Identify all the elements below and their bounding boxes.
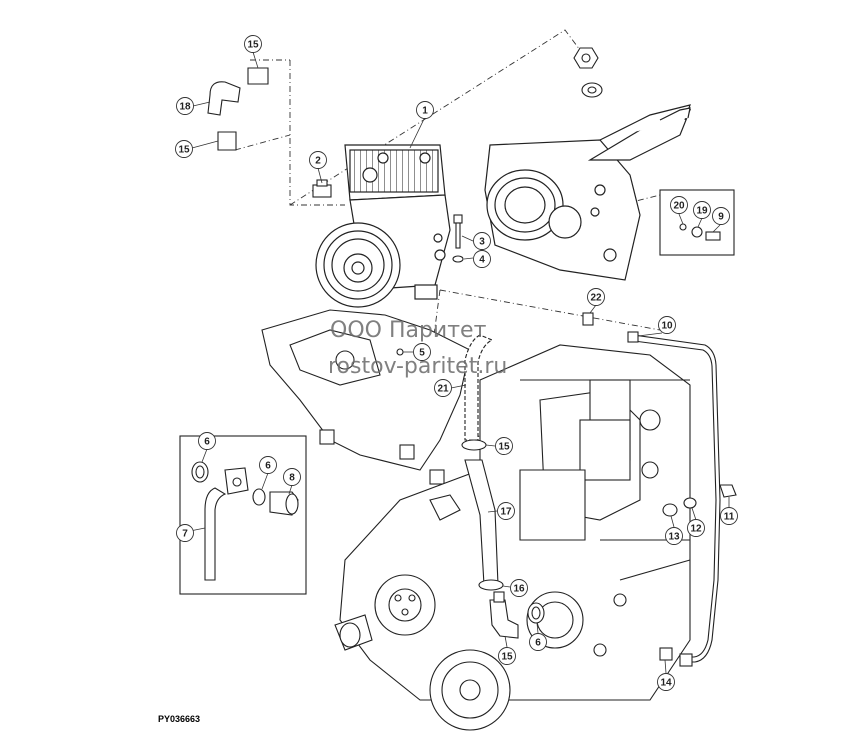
svg-text:10: 10: [661, 321, 673, 332]
svg-text:11: 11: [724, 512, 735, 523]
callout-15a: 15: [244, 35, 262, 53]
svg-text:18: 18: [179, 102, 191, 113]
callout-21: 21: [434, 379, 452, 397]
svg-text:6: 6: [204, 437, 210, 448]
svg-text:4: 4: [479, 255, 485, 266]
svg-text:7: 7: [182, 529, 188, 540]
svg-text:14: 14: [660, 678, 672, 689]
svg-text:2: 2: [315, 156, 321, 167]
oil-line: [627, 331, 721, 667]
inset-box-pipe: [179, 435, 307, 595]
svg-text:6: 6: [535, 638, 541, 649]
callout-2: 2: [309, 151, 327, 169]
svg-text:15: 15: [498, 442, 510, 453]
watermark-url: rostov-paritet.ru: [328, 354, 507, 379]
line-fittings: [582, 312, 737, 661]
callout-15c: 15: [495, 437, 513, 455]
svg-text:15: 15: [501, 652, 513, 663]
callout-10: 10: [658, 316, 676, 334]
svg-text:13: 13: [668, 532, 680, 543]
callout-15d: 16: [510, 579, 528, 597]
callout-16: 15: [498, 647, 516, 665]
figure-code: PY036663: [158, 714, 200, 724]
svg-text:20: 20: [673, 201, 685, 212]
callout-6b: 6: [259, 456, 277, 474]
elbow-fitting-16: [489, 591, 545, 639]
svg-text:15: 15: [178, 145, 190, 156]
watermark-company: ООО Паритет: [330, 318, 487, 343]
callout-8: 8: [283, 468, 301, 486]
elbow-and-clamps: [207, 67, 269, 151]
svg-text:6: 6: [265, 461, 271, 472]
svg-text:3: 3: [479, 237, 485, 248]
callout-6a: 6: [198, 432, 216, 450]
callout-20: 20: [670, 196, 688, 214]
callout-18: 18: [176, 97, 194, 115]
svg-text:17: 17: [500, 507, 512, 518]
callout-7: 7: [176, 524, 194, 542]
callout-17: 17: [497, 502, 515, 520]
gear-housing-plate: [484, 104, 692, 281]
callout-9: 9: [712, 207, 730, 225]
callout-6c: 6: [529, 633, 547, 651]
callout-3: 3: [473, 232, 491, 250]
callout-15b: 15: [175, 140, 193, 158]
callout-19: 19: [693, 201, 711, 219]
svg-text:16: 16: [513, 584, 525, 595]
svg-text:1: 1: [422, 106, 428, 117]
callout-1: 1: [416, 101, 434, 119]
callout-22: 22: [587, 288, 605, 306]
air-compressor: [315, 144, 451, 308]
svg-text:12: 12: [690, 524, 702, 535]
svg-text:9: 9: [718, 212, 724, 223]
svg-text:19: 19: [696, 206, 708, 217]
svg-text:15: 15: [247, 40, 259, 51]
svg-text:21: 21: [437, 384, 449, 395]
callout-4: 4: [473, 250, 491, 268]
nut-washer-top: [573, 47, 603, 98]
callout-13: 13: [665, 527, 683, 545]
svg-text:5: 5: [419, 348, 425, 359]
svg-text:8: 8: [289, 473, 295, 484]
bolt-and-washer: [452, 214, 464, 263]
callout-14: 14: [657, 673, 675, 691]
callout-12: 12: [687, 519, 705, 537]
leader-lines: [189, 51, 730, 674]
callout-11: 11: [720, 507, 738, 525]
svg-text:22: 22: [590, 293, 602, 304]
engine-block: [334, 344, 691, 731]
callout-5: 5: [413, 343, 431, 361]
coolant-hose: [461, 334, 504, 591]
